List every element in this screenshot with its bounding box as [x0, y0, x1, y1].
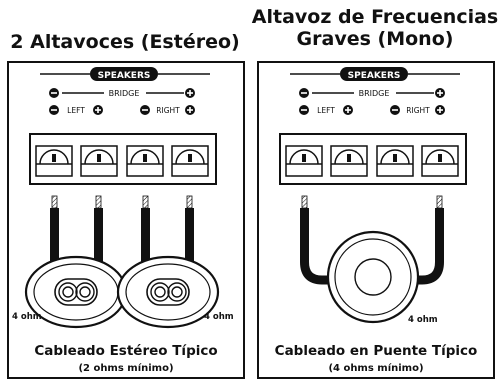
left-ch-left-plus-icon	[93, 105, 103, 115]
left-ch-right-minus-icon	[140, 105, 150, 115]
right-channel-left-label: LEFT	[317, 106, 335, 115]
right-speakers-badge	[340, 67, 408, 81]
left-bridge-label: BRIDGE	[109, 89, 140, 98]
left-wire-3	[141, 195, 150, 270]
right-plus-icon	[435, 88, 445, 98]
left-panel-frame	[7, 61, 245, 379]
left-panel-title-text: 2 Altavoces (Estéreo)	[10, 31, 240, 53]
left-minus-icon	[49, 88, 59, 98]
right-ch-right-plus-icon	[435, 105, 445, 115]
left-speaker-oval-2	[116, 255, 220, 329]
left-terminal-2	[80, 145, 118, 177]
right-terminal-block	[279, 133, 467, 185]
right-subcaption: (4 ohms mínimo)	[328, 362, 423, 374]
right-channel-right-label: RIGHT	[406, 106, 430, 115]
right-terminal-4	[421, 145, 459, 177]
subwoofer	[326, 230, 420, 324]
left-wire-1	[50, 195, 59, 270]
right-bridge-label: BRIDGE	[359, 89, 390, 98]
right-panel-frame	[257, 61, 495, 379]
right-terminal-2	[330, 145, 368, 177]
right-ch-left-plus-icon	[343, 105, 353, 115]
left-ohm-label-1: 4 ohm	[12, 312, 42, 322]
left-terminal-1	[35, 145, 73, 177]
left-caption: Cableado Estéreo Típico	[34, 343, 217, 359]
right-panel: SPEAKERS BRIDGE LEFT RIGHT	[257, 61, 495, 379]
left-terminal-4	[171, 145, 209, 177]
left-terminal-block	[29, 133, 217, 185]
left-panel-title: 2 Altavoces (Estéreo)	[0, 31, 250, 54]
left-channel-right-label: RIGHT	[156, 106, 180, 115]
right-panel-title-line2: Graves (Mono)	[296, 27, 454, 50]
left-ohm-label-2: 4 ohm	[204, 312, 234, 322]
left-speakers-badge	[90, 67, 158, 81]
left-wire-2	[94, 195, 103, 270]
right-minus-icon	[299, 88, 309, 98]
left-subcaption: (2 ohms mínimo)	[78, 362, 173, 374]
left-speakers-label: SPEAKERS	[98, 71, 151, 81]
right-terminal-1	[285, 145, 323, 177]
right-wire-2	[408, 195, 444, 285]
right-caption: Cableado en Puente Típico	[275, 343, 478, 359]
right-ohm-label: 4 ohm	[408, 315, 438, 325]
right-panel-title-line1: Altavoz de Frecuencias	[251, 6, 499, 28]
right-ch-right-minus-icon	[390, 105, 400, 115]
right-speakers-label: SPEAKERS	[348, 71, 401, 81]
right-wire-1	[300, 195, 336, 285]
right-terminal-3	[376, 145, 414, 177]
left-plus-icon	[185, 88, 195, 98]
left-terminal-3	[126, 145, 164, 177]
right-ch-left-minus-icon	[299, 105, 309, 115]
right-panel-title: Altavoz de Frecuencias Graves (Mono)	[250, 6, 500, 51]
left-ch-left-minus-icon	[49, 105, 59, 115]
right-wires	[300, 195, 444, 285]
left-ch-right-plus-icon	[185, 105, 195, 115]
left-wires	[50, 195, 194, 270]
left-wire-4	[185, 195, 194, 270]
left-channel-left-label: LEFT	[67, 106, 85, 115]
left-panel: SPEAKERS BRIDGE LEFT RIGHT	[7, 61, 245, 379]
